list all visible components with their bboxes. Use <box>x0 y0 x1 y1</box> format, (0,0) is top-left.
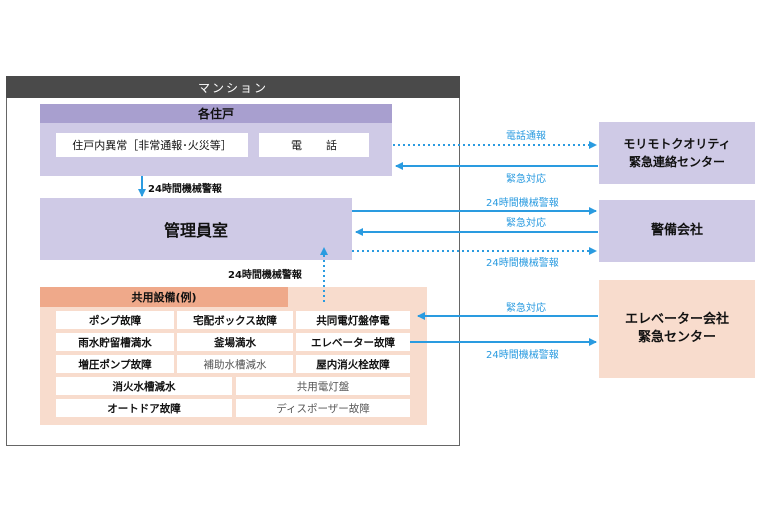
equipment-item: 屋内消火栓故障 <box>296 355 410 373</box>
label-alarm-3: 24時間機械警報 <box>486 350 559 361</box>
elevator-company-name: エレベーター会社 <box>624 312 729 327</box>
label-alarm-residence: 24時間機械警報 <box>148 184 222 195</box>
label-alarm-1: 24時間機械警報 <box>486 198 559 209</box>
equipment-item: エレベーター故障 <box>296 333 410 351</box>
management-room-box: 管理員室 <box>40 198 352 260</box>
label-emergency-response-3: 緊急対応 <box>506 303 546 314</box>
equipment-item: オートドア故障 <box>56 399 232 417</box>
equipment-item: ポンプ故障 <box>56 311 174 329</box>
equipment-item: 補助水槽減水 <box>177 355 293 373</box>
equipment-item: 雨水貯留槽満水 <box>56 333 174 351</box>
label-alarm-2: 24時間機械警報 <box>486 258 559 269</box>
security-company: 警備会社 <box>599 200 755 262</box>
label-emergency-response-2: 緊急対応 <box>506 218 546 229</box>
common-equipment-title: 共用設備(例) <box>40 287 288 307</box>
residences-title: 各住戸 <box>40 104 392 123</box>
equipment-item: 共用電灯盤 <box>236 377 410 395</box>
morimoto-emergency-center: モリモトクオリティ 緊急連絡センター <box>599 122 755 184</box>
equipment-item: 消火水槽減水 <box>56 377 232 395</box>
equipment-item: 釜場満水 <box>177 333 293 351</box>
label-emergency-response-1: 緊急対応 <box>506 174 546 185</box>
elevator-emergency-center: 緊急センター <box>637 330 716 345</box>
label-alarm-equipment: 24時間機械警報 <box>228 270 302 281</box>
residence-phone-box: 電話 <box>259 133 369 157</box>
equipment-item: ディスポーザー故障 <box>236 399 410 417</box>
morimoto-name: モリモトクオリティ <box>623 137 731 151</box>
mansion-title: マンション <box>6 76 460 98</box>
morimoto-center: 緊急連絡センター <box>628 155 725 169</box>
elevator-company: エレベーター会社 緊急センター <box>599 280 755 378</box>
equipment-item: 共同電灯盤停電 <box>296 311 410 329</box>
residence-anomaly-box: 住戸内異常［非常通報･火災等］ <box>56 133 248 157</box>
equipment-item: 増圧ポンプ故障 <box>56 355 174 373</box>
equipment-item: 宅配ボックス故障 <box>177 311 293 329</box>
label-phone-report: 電話通報 <box>506 131 546 142</box>
